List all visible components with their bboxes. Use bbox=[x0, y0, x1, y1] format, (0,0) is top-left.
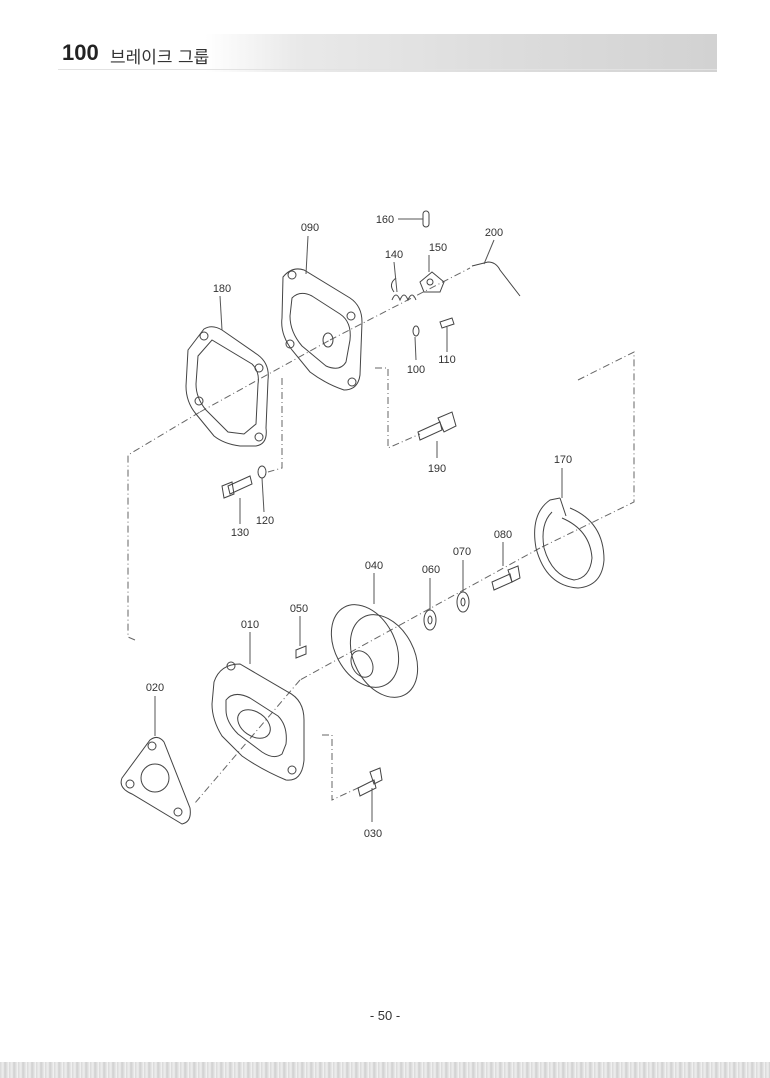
part-010-housing bbox=[211, 661, 305, 781]
page-number: - 50 - bbox=[369, 1008, 401, 1023]
leader-lines bbox=[154, 218, 563, 822]
header-rule bbox=[58, 69, 717, 70]
part-110-screw bbox=[439, 317, 455, 329]
part-070-washer bbox=[456, 591, 470, 613]
part-090-cover bbox=[281, 268, 363, 391]
part-150-lever bbox=[419, 271, 445, 293]
group-title: 브레이크 그룹 bbox=[110, 48, 210, 68]
header-band bbox=[205, 34, 717, 72]
part-040-drum bbox=[330, 604, 419, 698]
label-060: 060 bbox=[422, 564, 440, 576]
part-190-bolt bbox=[417, 411, 457, 441]
part-060-washer bbox=[423, 609, 437, 631]
label-150: 150 bbox=[429, 242, 447, 254]
label-070: 070 bbox=[453, 546, 471, 558]
label-040: 040 bbox=[365, 560, 383, 572]
part-100-washer bbox=[412, 325, 420, 337]
label-010: 010 bbox=[241, 619, 259, 631]
label-050: 050 bbox=[290, 603, 308, 615]
part-120-o-ring bbox=[257, 465, 267, 479]
label-130: 130 bbox=[231, 527, 249, 539]
part-080-bolt bbox=[491, 565, 521, 591]
part-160-pin bbox=[422, 210, 430, 228]
page-header: 100 브레이크 그룹 bbox=[0, 0, 770, 80]
label-180: 180 bbox=[213, 283, 231, 295]
part-140-spring bbox=[390, 277, 417, 302]
label-140: 140 bbox=[385, 249, 403, 261]
label-100: 100 bbox=[407, 364, 425, 376]
part-170-split-ring bbox=[534, 497, 605, 589]
part-180-gasket bbox=[185, 326, 269, 447]
label-200: 200 bbox=[485, 227, 503, 239]
part-130-bolt bbox=[221, 475, 253, 499]
label-020: 020 bbox=[146, 682, 164, 694]
part-030-bolt bbox=[357, 767, 383, 797]
part-labels: 180 090 160 140 150 200 100 110 190 170 … bbox=[146, 214, 572, 840]
label-080: 080 bbox=[494, 529, 512, 541]
label-190: 190 bbox=[428, 463, 446, 475]
label-120: 120 bbox=[256, 515, 274, 527]
label-160: 160 bbox=[376, 214, 394, 226]
label-030: 030 bbox=[364, 828, 382, 840]
part-020-gasket bbox=[120, 736, 191, 825]
label-170: 170 bbox=[554, 454, 572, 466]
part-200-rod bbox=[471, 261, 521, 297]
scan-edge-strip bbox=[0, 1062, 770, 1078]
assembly-center-lines bbox=[127, 267, 635, 804]
label-110: 110 bbox=[438, 354, 456, 366]
group-number: 100 bbox=[62, 40, 99, 65]
part-050-pin bbox=[295, 645, 307, 659]
label-090: 090 bbox=[301, 222, 319, 234]
